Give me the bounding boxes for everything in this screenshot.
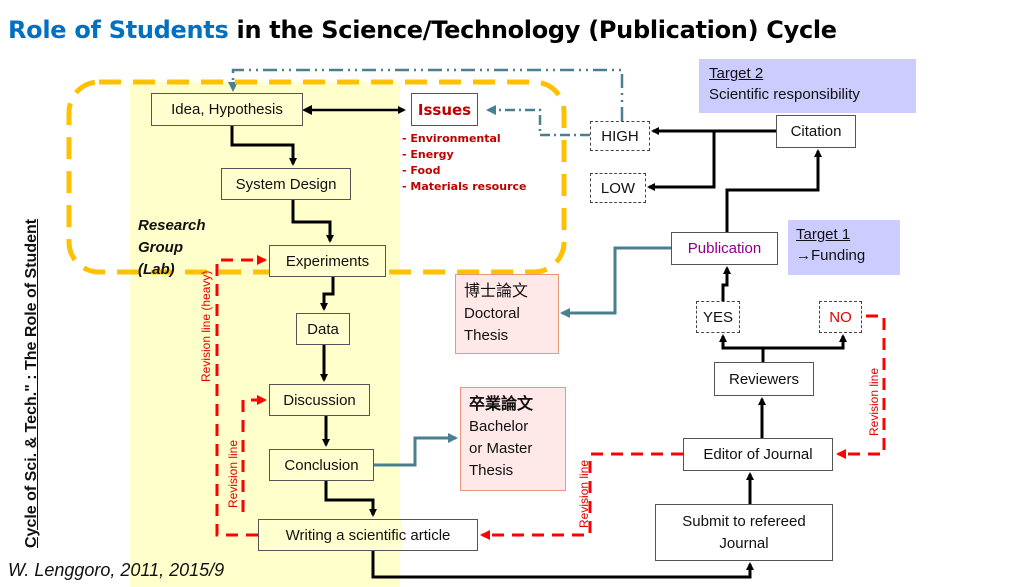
revision-label-journal-left: Revision line <box>577 459 591 528</box>
research-group-label: Research Group (Lab) <box>138 215 206 281</box>
node-label: Data <box>307 320 339 338</box>
revision-label-heavy: Revision line (heavy) <box>199 270 213 382</box>
node-writing-article[interactable]: Writing a scientific article <box>258 519 478 551</box>
issue-item: - Energy <box>402 148 454 161</box>
bachelor-thesis-line: Thesis <box>469 462 514 479</box>
node-discussion[interactable]: Discussion <box>269 384 370 416</box>
node-label: HIGH <box>601 127 639 145</box>
bachelor-thesis-line: or Master <box>469 440 533 457</box>
issue-item: - Food <box>402 164 441 177</box>
title-rest: in the Science/Technology (Publication) … <box>228 16 838 44</box>
issues-list: - Environmental - Energy - Food - Materi… <box>402 131 526 195</box>
node-reviewers[interactable]: Reviewers <box>714 362 814 396</box>
bachelor-thesis-line: Bachelor <box>469 418 529 435</box>
target-1-heading: Target 1 <box>796 226 851 243</box>
node-editor-of-journal[interactable]: Editor of Journal <box>683 438 833 471</box>
node-label: YES <box>702 308 733 326</box>
doctoral-thesis-line: Doctoral <box>464 305 520 322</box>
target-2-heading: Target 2 <box>709 65 764 82</box>
target-2-text: Scientific responsibility <box>709 86 860 103</box>
node-label: Experiments <box>285 252 370 270</box>
node-high[interactable]: HIGH <box>590 121 650 151</box>
node-doctoral-thesis[interactable]: 博士論文 Doctoral Thesis <box>455 274 559 354</box>
revision-label-inner: Revision line <box>226 439 240 508</box>
research-group-line: (Lab) <box>138 261 175 278</box>
author-credit: W. Lenggoro, 2011, 2015/9 <box>8 560 225 580</box>
node-bachelor-master-thesis[interactable]: 卒業論文 Bachelor or Master Thesis <box>460 387 566 491</box>
doctoral-thesis-jp: 博士論文 <box>464 283 529 300</box>
node-data[interactable]: Data <box>296 313 350 345</box>
title-highlight: Role of Students <box>8 16 229 44</box>
node-idea-hypothesis[interactable]: Idea, Hypothesis <box>151 93 303 126</box>
node-conclusion[interactable]: Conclusion <box>269 449 374 481</box>
page-title: Role of Students in the Science/Technolo… <box>8 16 837 44</box>
node-label: Submit to refereed <box>682 512 806 530</box>
bachelor-thesis-jp: 卒業論文 <box>469 396 534 413</box>
node-submit-journal[interactable]: Submit to refereed Journal <box>655 504 833 561</box>
node-label: Citation <box>790 123 842 140</box>
research-group-region <box>130 82 400 587</box>
research-group-line: Group <box>138 239 183 256</box>
side-title: Cycle of Sci. & Tech." : The Role of Stu… <box>23 218 40 548</box>
node-label: Publication <box>687 240 762 257</box>
node-issues[interactable]: Issues <box>411 93 478 126</box>
node-label: Idea, Hypothesis <box>171 101 283 118</box>
node-label: Journal <box>719 534 769 552</box>
node-low[interactable]: LOW <box>590 173 646 203</box>
research-group-line: Research <box>138 217 206 234</box>
node-experiments[interactable]: Experiments <box>269 245 386 277</box>
node-label: NO <box>829 308 852 326</box>
node-publication[interactable]: Publication <box>671 232 778 265</box>
node-yes[interactable]: YES <box>696 301 740 333</box>
target-1-text: →Funding <box>796 247 866 264</box>
node-label: Conclusion <box>284 456 359 474</box>
revision-label-journal-right: Revision line <box>867 367 881 436</box>
node-label: Issues <box>417 100 472 119</box>
node-label: System Design <box>235 175 337 193</box>
target-2-box: Target 2 Scientific responsibility <box>699 59 916 113</box>
issue-item: - Materials resource <box>402 180 527 193</box>
node-label: Discussion <box>283 391 356 409</box>
node-system-design[interactable]: System Design <box>221 168 351 200</box>
node-citation[interactable]: Citation <box>776 115 856 148</box>
issue-item: - Environmental <box>402 132 501 145</box>
node-label: Editor of Journal <box>703 446 813 463</box>
node-label: LOW <box>600 179 636 197</box>
target-1-box: Target 1 →Funding <box>788 220 900 275</box>
node-no[interactable]: NO <box>819 301 862 333</box>
node-label: Writing a scientific article <box>285 526 451 544</box>
doctoral-thesis-line: Thesis <box>464 327 509 344</box>
node-label: Reviewers <box>728 370 800 388</box>
